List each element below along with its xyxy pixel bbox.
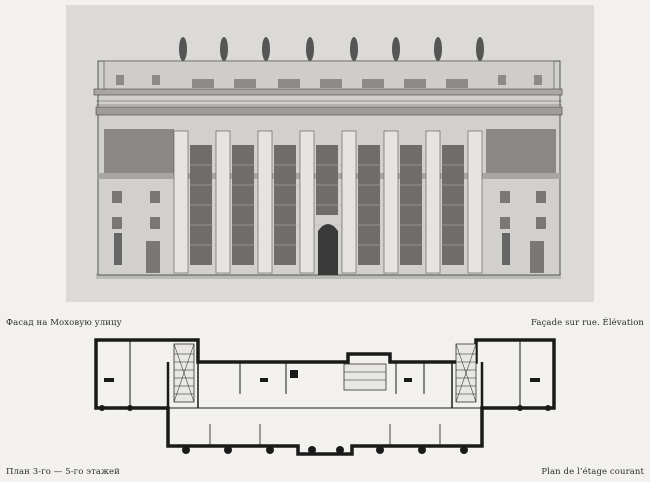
plan-columns <box>99 405 551 454</box>
floor-plan-drawing <box>90 334 560 464</box>
caption-facade-fr: Façade sur rue. Élévation <box>530 318 644 328</box>
roof-statues <box>179 37 484 61</box>
caption-plan-ru: План 3-го — 5-го этажей <box>6 467 120 477</box>
facade-elevation-svg <box>66 5 594 302</box>
balustrade <box>96 100 562 106</box>
relief-panel-right <box>486 129 556 173</box>
relief-panel-left <box>104 129 174 173</box>
floor-plan-svg <box>94 338 556 456</box>
columns <box>173 130 483 274</box>
facade-elevation-drawing <box>66 5 594 302</box>
attic-windows <box>116 75 542 88</box>
stairwells <box>173 343 477 403</box>
arched-door <box>318 224 338 275</box>
caption-plan-fr: Plan de l’étage courant <box>541 467 644 477</box>
caption-facade-ru: Фасад на Моховую улицу <box>6 318 122 328</box>
